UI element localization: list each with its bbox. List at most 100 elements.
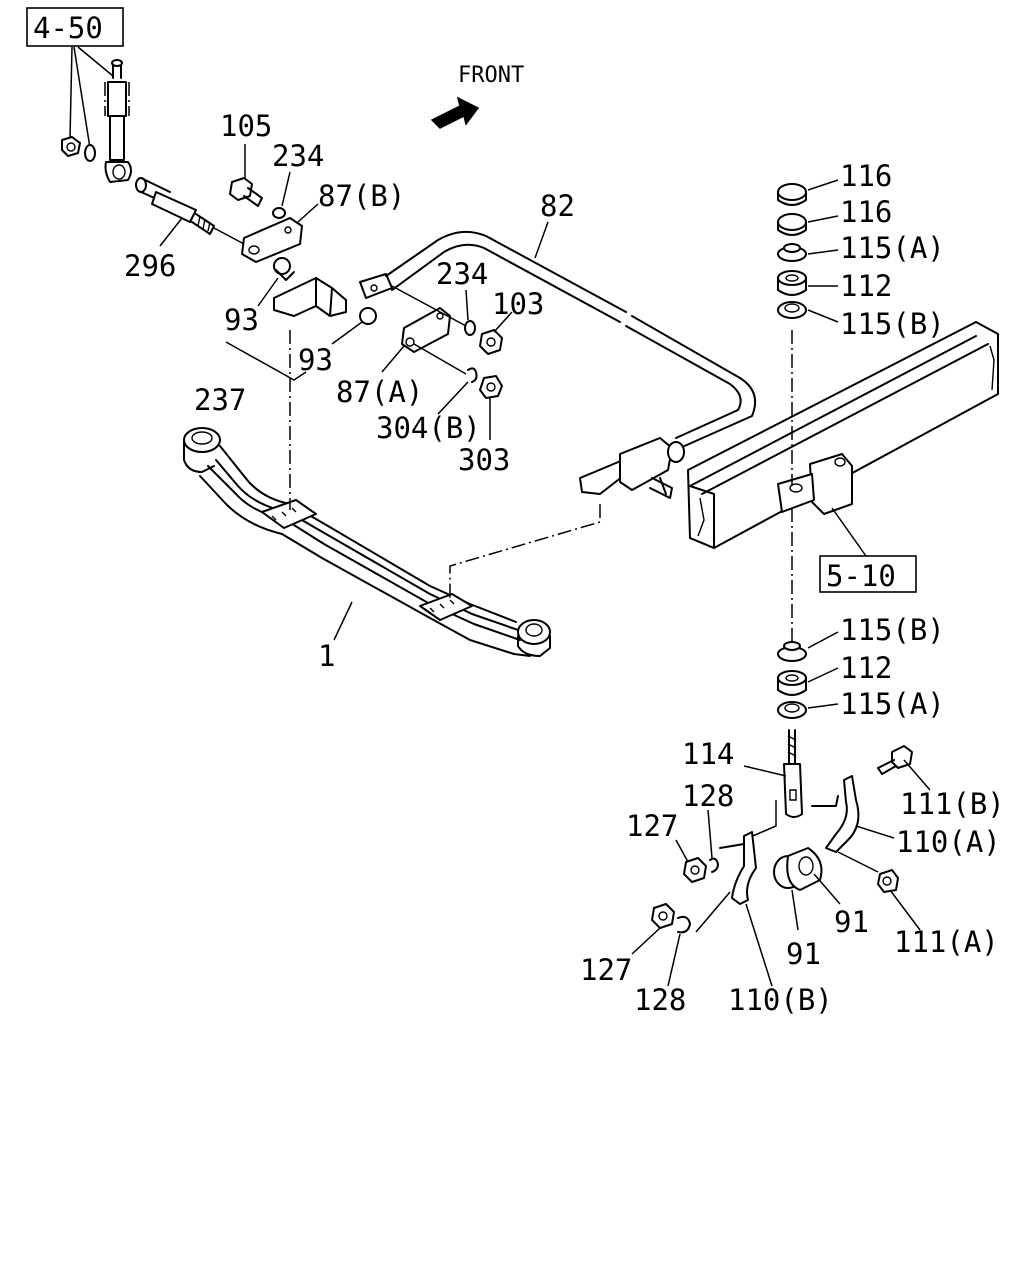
leader-93-a: [257, 277, 279, 307]
label-303: 303: [458, 443, 510, 477]
label-103: 103: [492, 287, 544, 321]
washer-115b-low: [777, 641, 807, 662]
leader-237: [225, 341, 307, 381]
label-127-low: 127: [580, 953, 632, 987]
leader-296: [159, 217, 183, 247]
reference-4-50: 4-50: [33, 11, 103, 45]
washer-115a-low: [777, 701, 807, 719]
leader-5-10: [831, 507, 867, 557]
clip-128-low: [677, 915, 691, 934]
label-1: 1: [318, 639, 335, 673]
leader-91-a: [813, 873, 841, 905]
leader-128-top: [707, 809, 713, 859]
label-115b-low: 115(B): [840, 613, 945, 647]
reference-box-5-10[interactable]: 5-10: [819, 555, 917, 593]
nut-116-b: [777, 213, 807, 236]
leader-115b-top: [807, 309, 839, 323]
bolt-111b: [877, 745, 913, 775]
reference-5-10: 5-10: [826, 559, 896, 593]
label-237: 237: [194, 383, 246, 417]
leader-234-top: [281, 171, 291, 207]
nut-103: [479, 329, 503, 355]
frame-bracket: [777, 453, 853, 515]
leader-115b-low: [807, 631, 839, 649]
stabilizer-bar-82: [359, 230, 756, 499]
link-line-clamp: [747, 800, 777, 839]
leader-115a-top: [807, 249, 839, 255]
leader-114: [743, 765, 787, 777]
label-128-top: 128: [682, 779, 734, 813]
label-112-top: 112: [840, 269, 892, 303]
nut-127-top: [683, 857, 707, 883]
leader-115a-low: [807, 703, 839, 709]
link-line-234: [391, 285, 467, 327]
leader-87b: [297, 203, 319, 223]
shock-nut-and-washer: [61, 136, 96, 162]
leader-116-a: [807, 179, 839, 191]
mount-bracket: [273, 277, 347, 317]
axle-beam-1: [183, 427, 551, 657]
shock-absorber: [104, 59, 132, 183]
label-304b: 304(B): [376, 411, 481, 445]
label-234-mid: 234: [436, 257, 488, 291]
bracket-87a: [401, 307, 451, 353]
washer-115b-top: [777, 301, 807, 319]
label-112-low: 112: [840, 651, 892, 685]
label-115b-top: 115(B): [840, 307, 945, 341]
label-91-b: 91: [786, 937, 821, 971]
label-93-a: 93: [224, 303, 259, 337]
reference-box-4-50[interactable]: 4-50: [26, 7, 124, 47]
label-87a: 87(A): [336, 375, 423, 409]
nut-303: [479, 375, 503, 399]
leader-93-b: [331, 321, 363, 345]
label-105: 105: [220, 109, 272, 143]
washer-234-top: [272, 207, 286, 219]
leader-87a: [381, 345, 405, 373]
label-296: 296: [124, 249, 176, 283]
link-rod-114: [783, 729, 803, 818]
label-234-top: 234: [272, 139, 324, 173]
label-93-b: 93: [298, 343, 333, 377]
nut-116-a: [777, 183, 807, 206]
clip-128-top: [709, 857, 719, 873]
leader-304b: [437, 381, 469, 415]
leader-128-low: [667, 933, 681, 987]
leader-1: [333, 601, 353, 641]
leader-82: [534, 221, 549, 259]
leader-110b: [745, 903, 773, 987]
label-110a: 110(A): [896, 825, 1001, 859]
label-127-top: 127: [626, 809, 678, 843]
clamp-110b: [719, 831, 757, 905]
leader-112-low: [807, 667, 839, 683]
chain-line-bar-axle: [449, 504, 601, 600]
rubber-bushing-91: [773, 847, 823, 891]
label-115a-low: 115(A): [840, 687, 945, 721]
leader-116-b: [807, 215, 839, 223]
label-110b: 110(B): [728, 983, 833, 1017]
front-direction-label: FRONT: [458, 63, 524, 88]
label-111b: 111(B): [900, 787, 1005, 821]
leader-127-top: [675, 839, 689, 863]
leader-111a: [889, 889, 921, 931]
label-116-b: 116: [840, 195, 892, 229]
clamp-110a: [811, 775, 860, 853]
bushing-93-upper: [273, 257, 295, 281]
bushing-112-top: [777, 270, 807, 296]
leader-4-50: [69, 46, 114, 149]
frame-rail: [687, 321, 999, 549]
leader-110a: [855, 825, 895, 839]
link-line-111a: [837, 851, 879, 873]
bracket-87b: [241, 217, 303, 263]
bushing-93-lower: [359, 307, 377, 325]
bushing-112-low: [777, 670, 807, 696]
label-91-a: 91: [834, 905, 869, 939]
label-87b: 87(B): [318, 179, 405, 213]
leader-91-b: [791, 889, 799, 931]
nut-127-low: [651, 903, 675, 929]
link-pin-296: [135, 177, 215, 235]
leader-127-low: [631, 927, 661, 955]
leader-234-mid: [465, 289, 469, 321]
label-111a: 111(A): [894, 925, 999, 959]
label-82: 82: [540, 189, 575, 223]
